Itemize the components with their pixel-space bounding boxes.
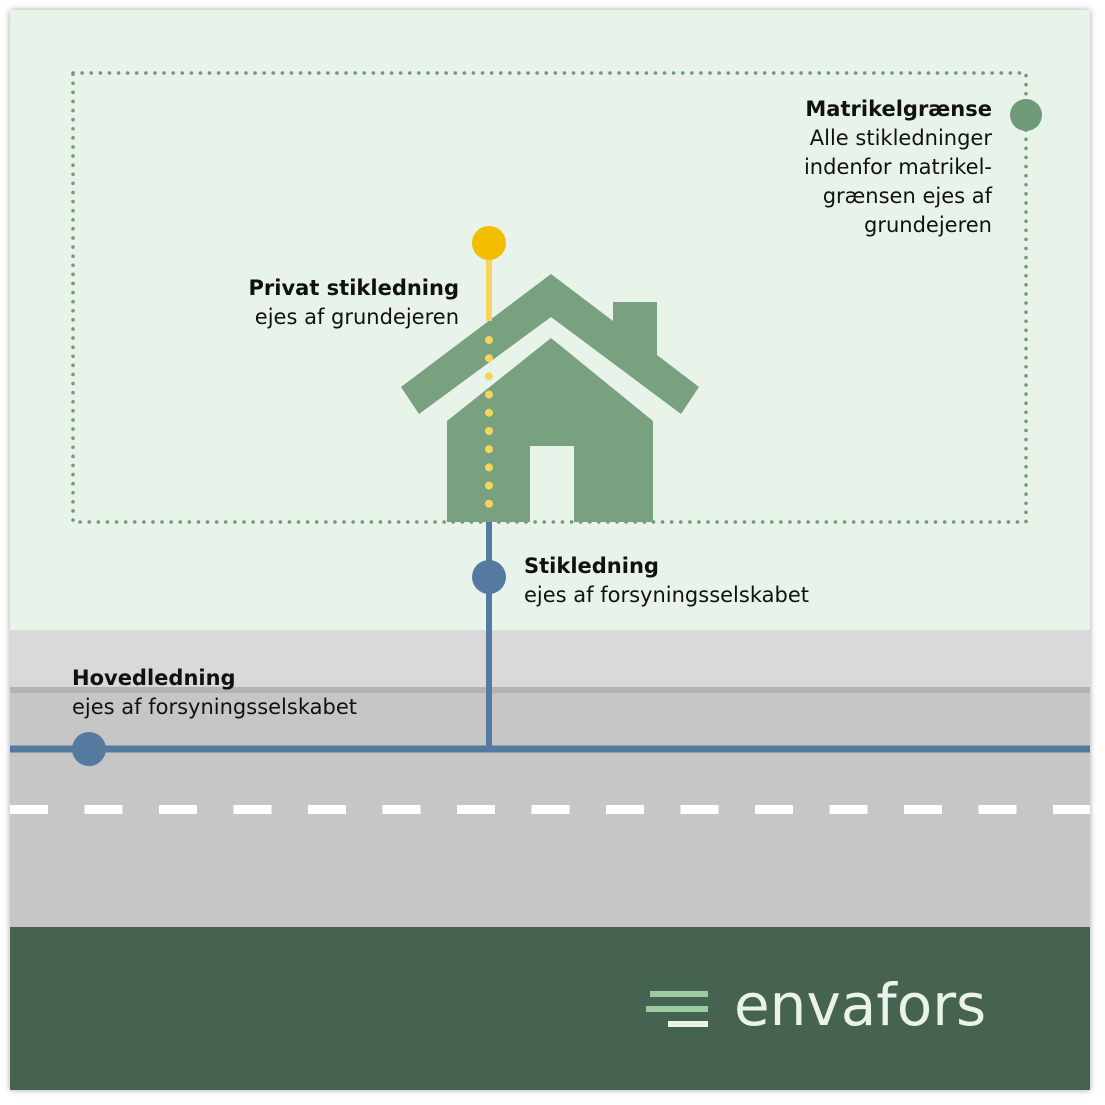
lane-dash bbox=[84, 805, 123, 814]
curb-line bbox=[10, 687, 1090, 693]
label-property-boundary-line-2: indenfor matrikel- bbox=[803, 155, 992, 179]
lane-dash bbox=[978, 805, 1017, 814]
lane-dash bbox=[829, 805, 868, 814]
lane-markings bbox=[10, 805, 1090, 814]
logo-bar-middle bbox=[646, 1006, 708, 1012]
lane-dash bbox=[382, 805, 421, 814]
label-property-boundary-line-4: grundejeren bbox=[864, 213, 992, 237]
service-line-private-dot bbox=[485, 372, 493, 381]
brand-name: envafors bbox=[734, 971, 987, 1039]
lane-dash bbox=[606, 805, 644, 814]
label-main-line: Hovedledning ejes af forsyningsselskabet bbox=[72, 664, 432, 722]
label-main-line-title: Hovedledning bbox=[72, 666, 236, 690]
footer-band bbox=[10, 927, 1090, 1090]
lane-dash bbox=[680, 805, 719, 814]
house-body bbox=[447, 338, 653, 522]
service-line-private-dot bbox=[485, 463, 493, 472]
main-line-marker bbox=[72, 732, 106, 766]
service-line-private-dot bbox=[485, 445, 493, 454]
label-property-boundary-line-3: grænsen ejes af bbox=[822, 184, 992, 208]
label-service-line-title: Stikledning bbox=[524, 554, 659, 578]
lane-dash bbox=[308, 805, 346, 814]
label-property-boundary-line-1: Alle stikledninger bbox=[809, 126, 992, 150]
envafors-logo-mark-icon bbox=[646, 991, 708, 1027]
lane-dash bbox=[457, 805, 495, 814]
lane-dash bbox=[1053, 805, 1090, 814]
lane-dash bbox=[10, 805, 48, 814]
lane-dash bbox=[904, 805, 942, 814]
label-main-line-sub: ejes af forsyningsselskabet bbox=[72, 695, 357, 719]
service-line-private-dot bbox=[485, 427, 493, 435]
label-service-line-sub: ejes af forsyningsselskabet bbox=[524, 583, 809, 607]
logo-bar-bottom bbox=[668, 1021, 708, 1027]
logo-bar-top bbox=[650, 991, 708, 997]
label-property-boundary: Matrikelgrænse Alle stikledninger indenf… bbox=[732, 95, 992, 240]
label-private-service-line-sub: ejes af grundejeren bbox=[254, 305, 459, 329]
diagram-canvas bbox=[10, 10, 1090, 1090]
lane-dash bbox=[531, 805, 570, 814]
house-roof bbox=[401, 274, 699, 414]
service-line-private-dot bbox=[485, 499, 493, 508]
property-area bbox=[10, 10, 1090, 630]
label-property-boundary-title: Matrikelgrænse bbox=[805, 97, 992, 121]
infographic: Matrikelgrænse Alle stikledninger indenf… bbox=[10, 10, 1090, 1090]
lane-dash bbox=[755, 805, 793, 814]
lane-dash bbox=[233, 805, 272, 814]
service-line-private-dot bbox=[485, 390, 493, 399]
service-line-marker bbox=[472, 560, 506, 594]
label-service-line: Stikledning ejes af forsyningsselskabet bbox=[524, 552, 884, 610]
service-line-private-marker bbox=[472, 226, 506, 260]
label-private-service-line-title: Privat stikledning bbox=[248, 276, 459, 300]
house-icon bbox=[401, 274, 699, 522]
service-line-private-dotted bbox=[485, 336, 493, 508]
label-private-service-line: Privat stikledning ejes af grundejeren bbox=[139, 274, 459, 332]
property-boundary-marker bbox=[1010, 99, 1042, 131]
service-line-private-dot bbox=[485, 408, 493, 417]
service-line-private-dot bbox=[485, 336, 493, 344]
lane-dash bbox=[159, 805, 197, 814]
service-line-private-dot bbox=[485, 481, 493, 490]
service-line-private-dot bbox=[485, 354, 493, 363]
sidewalk bbox=[10, 630, 1090, 687]
